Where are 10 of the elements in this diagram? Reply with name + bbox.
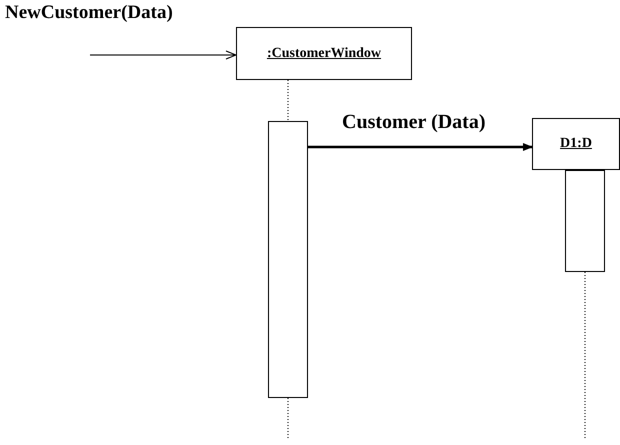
activation-bar (268, 121, 308, 398)
object-box (236, 27, 412, 80)
object-name: :CustomerWindow (266, 46, 382, 62)
message-label: NewCustomer(Data) (5, 2, 173, 24)
object-name: D1:D (560, 136, 592, 152)
activation-bar (565, 170, 605, 272)
message-arrow (308, 143, 533, 151)
object-box (532, 118, 620, 170)
message-label: Customer (Data) (342, 111, 486, 134)
message-arrow (90, 50, 236, 60)
